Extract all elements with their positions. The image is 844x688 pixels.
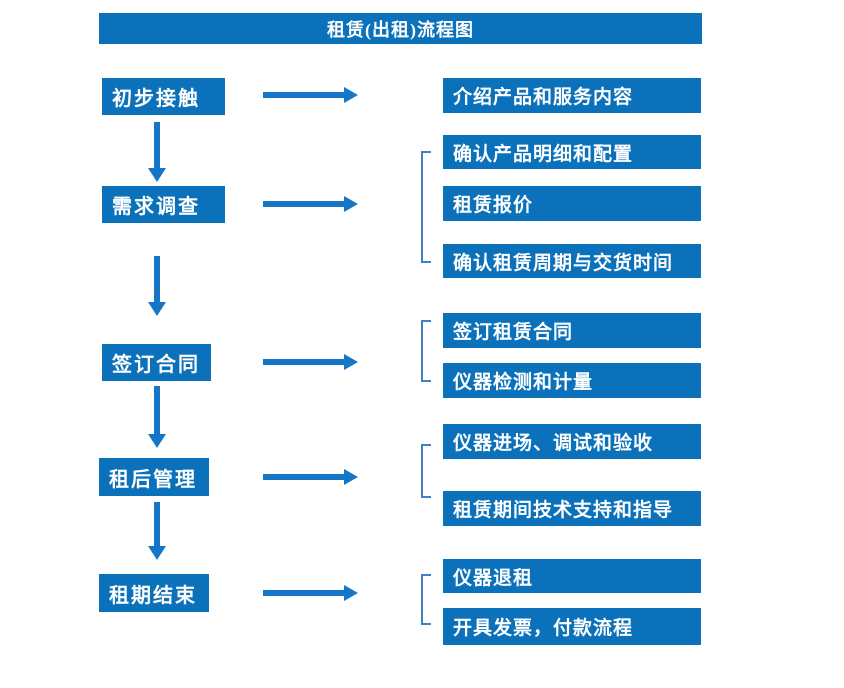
arrow-right-icon [263, 87, 358, 103]
arrow-head [148, 302, 166, 316]
stage-box-rental-end: 租期结束 [99, 574, 209, 612]
bracket-connector [421, 151, 431, 263]
arrow-shaft [263, 474, 344, 480]
output-box-rental-quote: 租赁报价 [443, 186, 701, 221]
arrow-head [344, 196, 358, 212]
bracket-connector [421, 574, 431, 625]
stage-box-initial-contact: 初步接触 [102, 78, 225, 115]
arrow-head [344, 354, 358, 370]
output-box-confirm-period-delivery: 确认租赁周期与交货时间 [443, 244, 701, 278]
arrow-right-icon [263, 585, 358, 601]
output-box-instrument-return: 仪器退租 [443, 559, 701, 593]
arrow-down-icon [148, 256, 166, 316]
output-box-instrument-entry-acceptance: 仪器进场、调试和验收 [443, 424, 701, 459]
arrow-right-icon [263, 354, 358, 370]
arrow-shaft [263, 359, 344, 365]
flowchart-title: 租赁(出租)流程图 [99, 13, 702, 44]
output-box-introduce-products: 介绍产品和服务内容 [443, 78, 701, 113]
output-box-instrument-testing: 仪器检测和计量 [443, 363, 701, 398]
stage-box-post-rental-management: 租后管理 [99, 458, 209, 496]
arrow-right-icon [263, 196, 358, 212]
arrow-shaft [263, 590, 344, 596]
bracket-connector [421, 444, 431, 498]
arrow-head [344, 469, 358, 485]
arrow-shaft [154, 502, 160, 546]
arrow-head [344, 87, 358, 103]
arrow-head [148, 434, 166, 448]
arrow-shaft [154, 386, 160, 434]
output-box-tech-support: 租赁期间技术支持和指导 [443, 491, 701, 526]
output-box-sign-rental-contract: 签订租赁合同 [443, 313, 701, 348]
arrow-head [148, 168, 166, 182]
arrow-shaft [154, 256, 160, 302]
arrow-head [148, 546, 166, 560]
arrow-down-icon [148, 122, 166, 182]
arrow-shaft [263, 201, 344, 207]
arrow-down-icon [148, 502, 166, 560]
bracket-connector [421, 320, 431, 382]
output-box-confirm-product-details: 确认产品明细和配置 [443, 135, 701, 169]
arrow-shaft [263, 92, 344, 98]
arrow-head [344, 585, 358, 601]
arrow-right-icon [263, 469, 358, 485]
arrow-down-icon [148, 386, 166, 448]
output-box-invoice-payment: 开具发票，付款流程 [443, 608, 701, 645]
arrow-shaft [154, 122, 160, 168]
stage-box-sign-contract: 签订合同 [102, 344, 211, 381]
stage-box-demand-survey: 需求调查 [102, 186, 225, 223]
